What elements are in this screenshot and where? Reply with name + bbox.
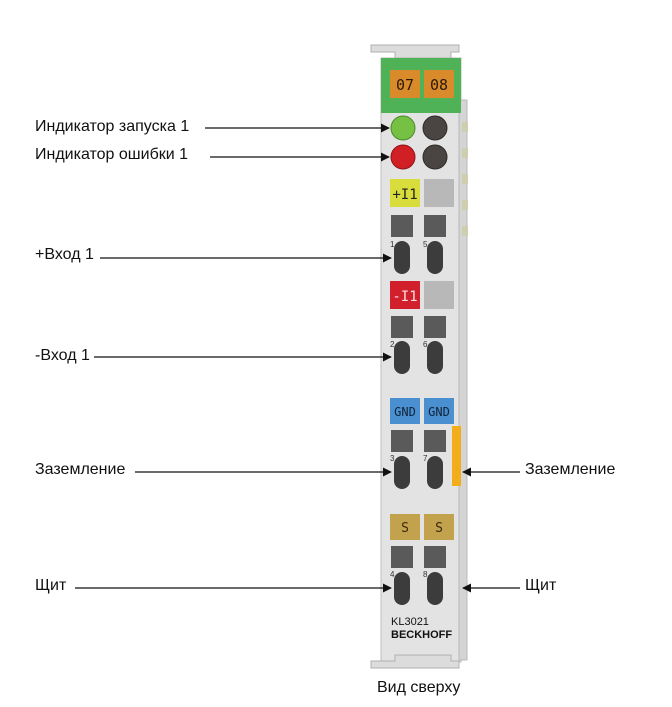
terminal-contact <box>427 341 443 374</box>
minus-input-code: -I1 <box>392 289 417 305</box>
shield-code: S <box>435 521 443 536</box>
led-off-icon <box>422 144 448 170</box>
terminal-number: 5 <box>423 240 428 249</box>
terminal-slot <box>391 546 413 568</box>
shield-label-left: Щит <box>35 577 67 594</box>
ground-label-left: Заземление <box>35 461 126 478</box>
terminal-contact <box>427 241 443 274</box>
terminal-slot <box>424 546 446 568</box>
led-off-icon <box>422 115 448 141</box>
minus-input-marker <box>390 281 420 309</box>
run-led-icon <box>390 115 416 141</box>
terminal-slot <box>424 316 446 338</box>
channel-label-07: 07 <box>396 76 414 94</box>
plus-input-label: +Вход 1 <box>35 246 94 263</box>
blank-marker <box>424 281 454 309</box>
terminal-slot <box>391 316 413 338</box>
error-indicator-label: Индикатор ошибки 1 <box>35 146 189 163</box>
terminal-contact <box>394 341 410 374</box>
top-clip <box>370 44 460 59</box>
brand-logo: BECKHOFF <box>391 629 452 641</box>
shield-marker <box>424 514 454 540</box>
channel-box-08 <box>424 70 454 98</box>
run-indicator-label: Индикатор запуска 1 <box>35 118 190 135</box>
terminal-contact <box>394 241 410 274</box>
terminal-slot <box>391 215 413 237</box>
blank-marker <box>424 179 454 207</box>
terminal-slot <box>424 430 446 452</box>
module-side-strip <box>458 99 468 661</box>
terminal-contact <box>394 456 410 489</box>
bottom-clip <box>370 654 460 669</box>
shield-code: S <box>401 521 409 536</box>
terminal-number: 2 <box>390 340 395 349</box>
ground-label-right: Заземление <box>525 461 616 478</box>
terminal-number: 4 <box>390 570 395 579</box>
gnd-marker <box>424 398 454 424</box>
plus-input-code: +I1 <box>392 187 417 203</box>
terminal-number: 7 <box>423 454 428 463</box>
gnd-code: GND <box>394 405 416 419</box>
ground-bar <box>452 426 461 486</box>
terminal-number: 1 <box>390 240 395 249</box>
terminal-contact <box>394 572 410 605</box>
plus-input-marker <box>390 179 420 207</box>
terminal-number: 6 <box>423 340 428 349</box>
shield-marker <box>390 514 420 540</box>
terminal-slot <box>424 215 446 237</box>
error-led-icon <box>390 144 416 170</box>
minus-input-label: -Вход 1 <box>35 347 90 364</box>
gnd-code: GND <box>428 405 450 419</box>
channel-box-07 <box>390 70 420 98</box>
terminal-slot <box>391 430 413 452</box>
terminal-contact <box>427 456 443 489</box>
shield-label-right: Щит <box>525 577 557 594</box>
terminal-number: 3 <box>390 454 395 463</box>
gnd-marker <box>390 398 420 424</box>
view-caption: Вид сверху <box>377 679 461 696</box>
terminal-number: 8 <box>423 570 428 579</box>
terminal-contact <box>427 572 443 605</box>
channel-label-08: 08 <box>430 76 448 94</box>
model-number: KL3021 <box>391 616 429 628</box>
